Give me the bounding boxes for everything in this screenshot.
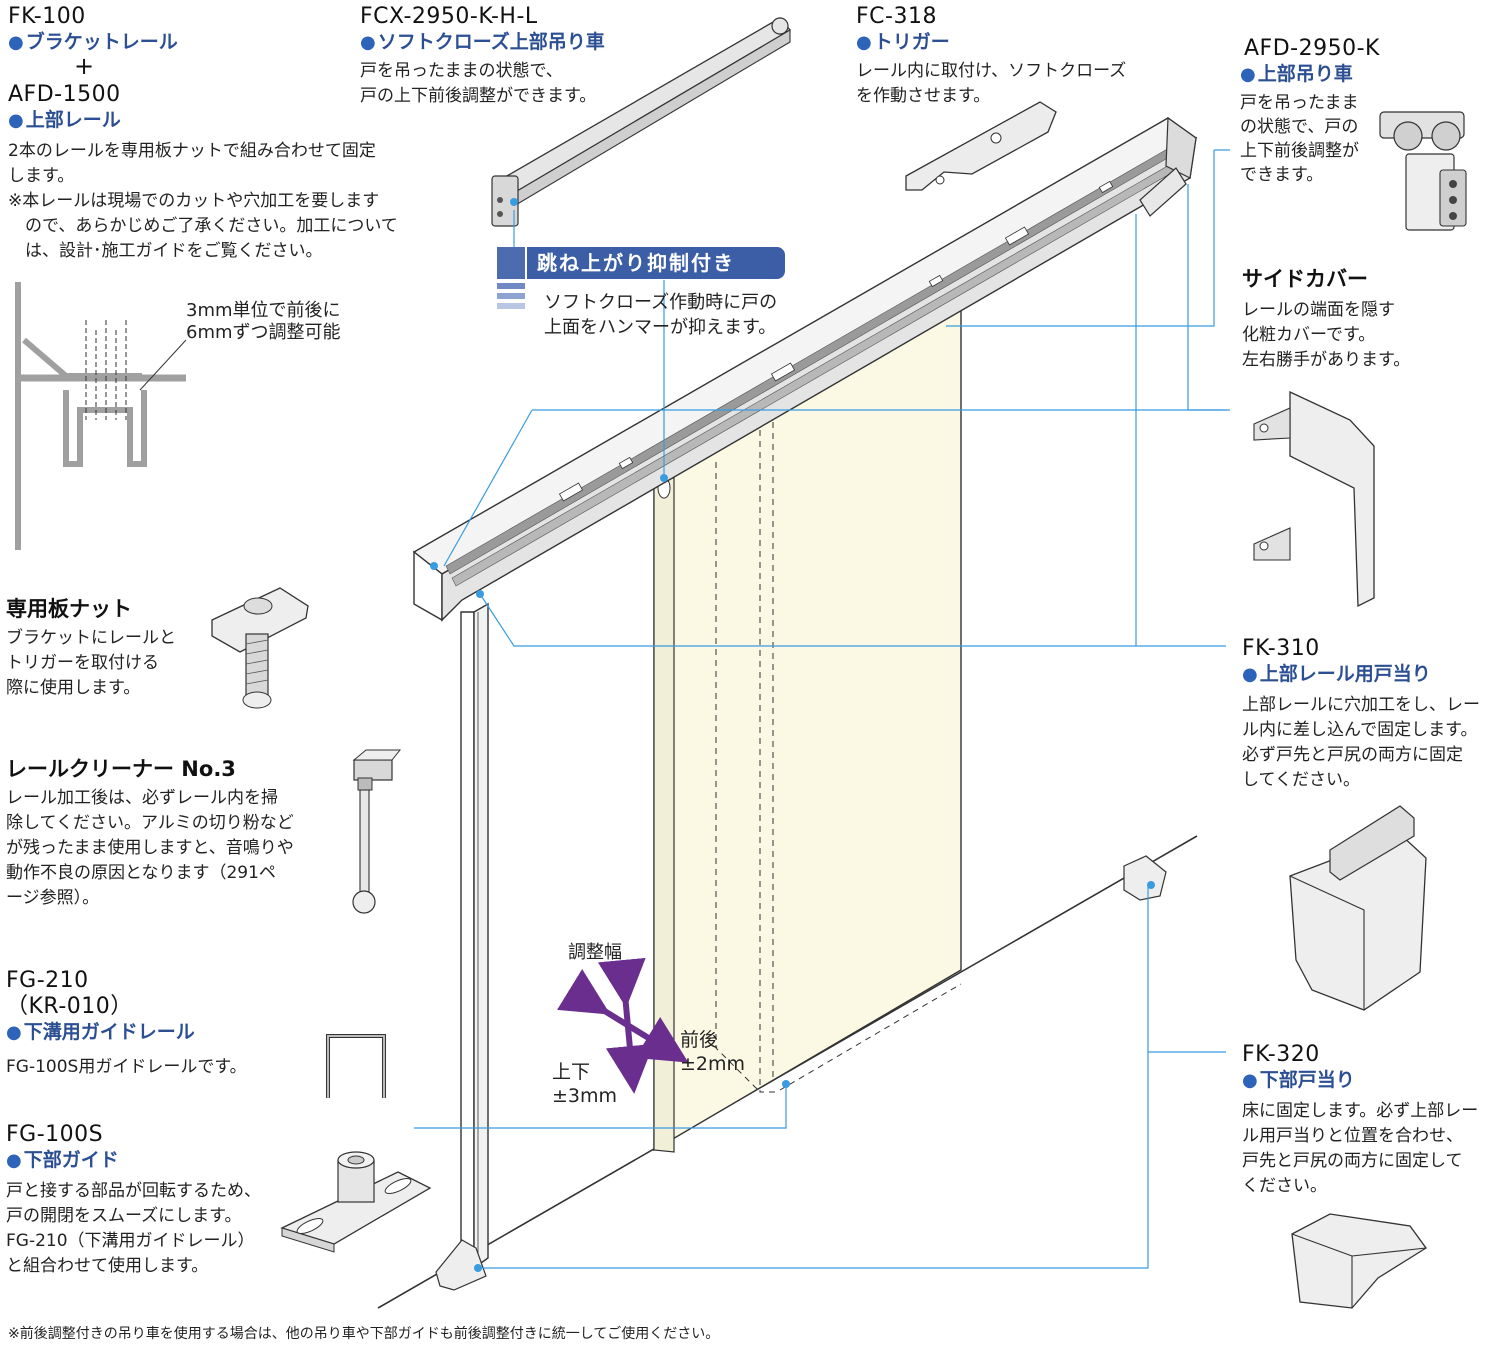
adjust-up-down: 上下 ±3mm [552,1061,618,1107]
fg210-desc: FG-100S用ガイドレールです。 [6,1057,247,1077]
fg100s-guide-part [280,1151,432,1253]
bullet-icon: ● [6,1022,22,1043]
leader-dots [430,474,790,1088]
nut-title: 専用板ナット [6,597,132,621]
feature-badge: 跳ね上がり抑制付き [497,247,787,309]
leader-lines [414,149,1230,1269]
bullet-icon: ● [1242,664,1258,685]
feature-badge-desc: ソフトクローズ作動時に戸の 上面をハンマーが抑えます。 [544,292,778,338]
afd2950-code: AFD-2950-K [1244,36,1380,61]
fk310-stopper-part [1289,805,1427,1011]
fg100s-code: FG-100S [6,1122,104,1147]
fk320-stopper-part [1291,1213,1427,1309]
fk320-on-floor [1123,855,1167,901]
cleaner-desc: レール加工後は、必ずレール内を掃 除してください。アルミの切り粉など が残ったま… [6,788,294,908]
fc318-code: FC-318 [856,4,937,29]
afd2950-desc: 戸を吊ったまま の状態で、戸の 上下前後調整が できます。 [1240,93,1359,185]
fcx-soft-close-hanger-part [491,17,791,227]
fk310-code: FK-310 [1242,636,1320,661]
bullet-icon: ● [360,32,376,53]
adjust-note: 3mm単位で前後に 6mmずつ調整可能 [186,300,341,343]
fg100s-block: FG-100S ●下部ガイド 戸と接する部品が回転するため、 戸の開閉をスムーズ… [6,1122,296,1279]
fk320-sub: 下部戸当り [1259,1069,1355,1091]
afd2950-sub: 上部吊り車 [1257,63,1353,85]
fg210-sub: 下溝用ガイドレール [23,1021,195,1043]
adjust-title: 調整幅 [568,942,622,963]
afd1500-desc: 2本のレールを専用板ナットで組み合わせて固定 します。 ※本レールは現場でのカッ… [8,141,398,261]
afd2950-block: AFD-2950-K ●上部吊り車 戸を吊ったまま の状態で、戸の 上下前後調整… [1240,36,1380,187]
fcx-code: FCX-2950-K-H-L [360,4,538,29]
afd1500-code: AFD-1500 [8,82,121,107]
bullet-icon: ● [1240,64,1256,85]
fcx-sub: ソフトクローズ上部吊り車 [377,31,605,53]
fk100-block: FK-100 ●ブラケットレール + [8,4,178,80]
top-rail [412,116,1198,622]
feature-badge-label: 跳ね上がり抑制付き [527,247,785,279]
fc318-trigger-part [905,101,1057,191]
rail-cleaner-part [352,749,402,914]
fg100s-desc: 戸と接する部品が回転するため、 戸の開閉をスムーズにします。 FG-210（下溝… [6,1181,261,1276]
fcx-block: FCX-2950-K-H-L ●ソフトクローズ上部吊り車 戸を吊ったままの状態で… [360,4,605,109]
fk320-desc: 床に固定します。必ず上部レー ル用戸当りと位置を合わせ、 戸先と戸尻の両方に固定… [1242,1101,1479,1196]
adjust-front-back: 前後 ±2mm [680,1029,746,1075]
nut-block: 専用板ナット ブラケットにレールと トリガーを取付ける 際に使用します。 [6,596,176,701]
fc318-sub: トリガー [873,31,950,53]
fc318-desc: レール内に取付け、ソフトクローズ を作動させます。 [856,61,1127,106]
fk320-block: FK-320 ●下部戸当り 床に固定します。必ず上部レー ル用戸当りと位置を合わ… [1242,1042,1500,1199]
footnote: ※前後調整付きの吊り車を使用する場合は、他の吊り車や下部ガイドも前後調整付きに統… [8,1326,720,1342]
nut-desc: ブラケットにレールと トリガーを取付ける 際に使用します。 [6,628,176,698]
afd2950-hanger-part [1379,111,1467,231]
adjustment-arrows [556,957,689,1094]
fk100-code: FK-100 [8,4,86,29]
fk310-desc: 上部レールに穴加工をし、レー ル内に差し込んで固定します。 必ず戸先と戸尻の両方… [1242,695,1480,790]
side-cover-title: サイドカバー [1242,267,1368,291]
cleaner-block: レールクリーナー No.3 レール加工後は、必ずレール内を掃 除してください。ア… [6,756,316,911]
fg210-guide-rail-part [326,1034,386,1098]
fg100s-on-floor [435,1239,487,1291]
fk310-block: FK-310 ●上部レール用戸当り 上部レールに穴加工をし、レー ル内に差し込ん… [1242,636,1500,793]
bullet-icon: ● [6,1150,22,1171]
afd1500-sub: 上部レール [25,109,121,131]
afd1500-block: AFD-1500 ●上部レール 2本のレールを専用板ナットで組み合わせて固定 し… [8,82,438,264]
fc318-block: FC-318 ●トリガー レール内に取付け、ソフトクローズ を作動させます。 [856,4,1126,109]
fk100-sub: ブラケットレール [25,31,178,53]
bullet-icon: ● [1242,1070,1258,1091]
cleaner-title: レールクリーナー No.3 [6,757,236,781]
fk310-sub: 上部レール用戸当り [1259,663,1431,685]
bullet-icon: ● [8,32,24,53]
fg210-block: FG-210 （KR-010） ●下溝用ガイドレール FG-100S用ガイドレー… [6,968,247,1080]
fk320-code: FK-320 [1242,1042,1320,1067]
fg210-code2: （KR-010） [6,994,133,1019]
fg210-code: FG-210 [6,968,89,993]
rail-section-detail [15,282,187,550]
fg100s-sub: 下部ガイド [23,1149,119,1171]
fcx-desc: 戸を吊ったままの状態で、 戸の上下前後調整ができます。 [360,61,597,106]
side-cover-desc: レールの端面を隠す 化粧カバーです。 左右勝手があります。 [1242,300,1411,370]
door-frame-post [460,602,489,1270]
plus-sign: + [74,52,95,80]
nut-part [211,587,309,709]
side-cover-block: サイドカバー レールの端面を隠す 化粧カバーです。 左右勝手があります。 [1242,266,1410,373]
side-cover-part [1253,390,1375,608]
bullet-icon: ● [856,32,872,53]
bullet-icon: ● [8,110,24,131]
